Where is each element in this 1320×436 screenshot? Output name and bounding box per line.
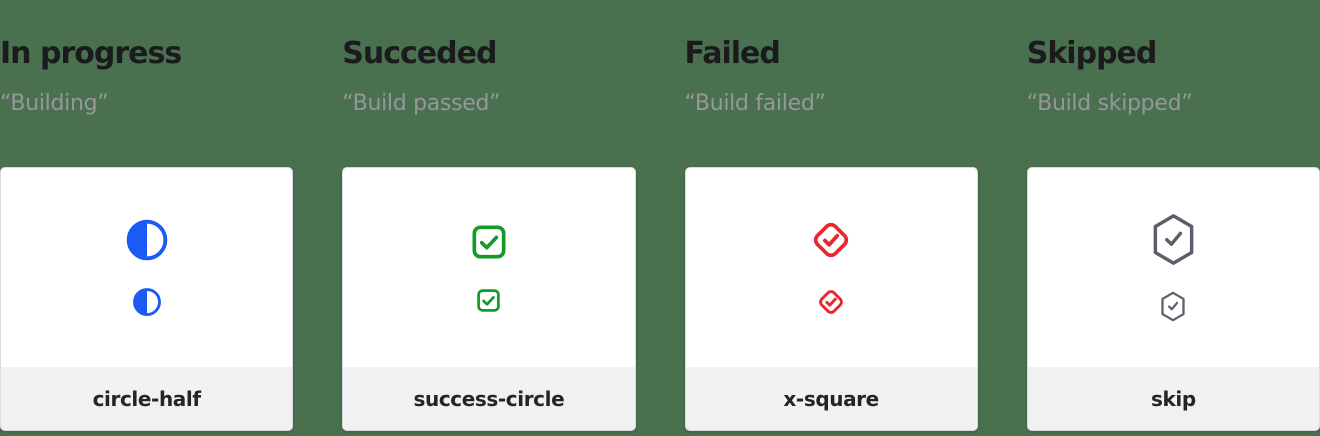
icon-name-label: success-circle [343, 367, 635, 430]
check-square-icon [477, 288, 501, 312]
check-diamond-icon [813, 222, 849, 258]
status-subtitle: “Build failed” [684, 91, 826, 116]
circle-half-icon [132, 288, 161, 316]
check-hexagon-icon [1161, 291, 1186, 322]
icon-card-body [343, 168, 634, 367]
status-column-in-progress: In progress “Building” circle-half [0, 36, 294, 436]
icon-card: circle-half [0, 167, 294, 431]
status-column-failed: Failed “Build failed” x-square [684, 36, 978, 436]
icon-card: success-circle [342, 167, 636, 431]
icon-name-label: x-square [685, 367, 977, 430]
icon-card-body [1028, 168, 1319, 367]
status-column-succeeded: Succeded “Build passed” success-circle [342, 36, 636, 436]
status-title: Skipped [1026, 36, 1158, 71]
status-title: In progress [0, 36, 182, 71]
check-hexagon-icon [1153, 214, 1194, 265]
icon-card: x-square [684, 167, 978, 431]
icon-name-label: skip [1027, 367, 1319, 430]
status-title: Failed [684, 36, 781, 71]
status-title: Succeded [342, 36, 497, 71]
status-subtitle: “Build passed” [342, 91, 501, 116]
check-square-icon [472, 225, 506, 259]
icon-card-body [686, 168, 977, 367]
status-subtitle: “Build skipped” [1026, 91, 1193, 116]
icon-card-body [1, 168, 292, 367]
icon-card: skip [1026, 167, 1320, 431]
check-diamond-icon [819, 290, 843, 314]
icon-name-label: circle-half [1, 367, 293, 430]
circle-half-icon [126, 219, 167, 261]
status-column-skipped: Skipped “Build skipped” skip [1026, 36, 1320, 436]
status-subtitle: “Building” [0, 91, 109, 116]
